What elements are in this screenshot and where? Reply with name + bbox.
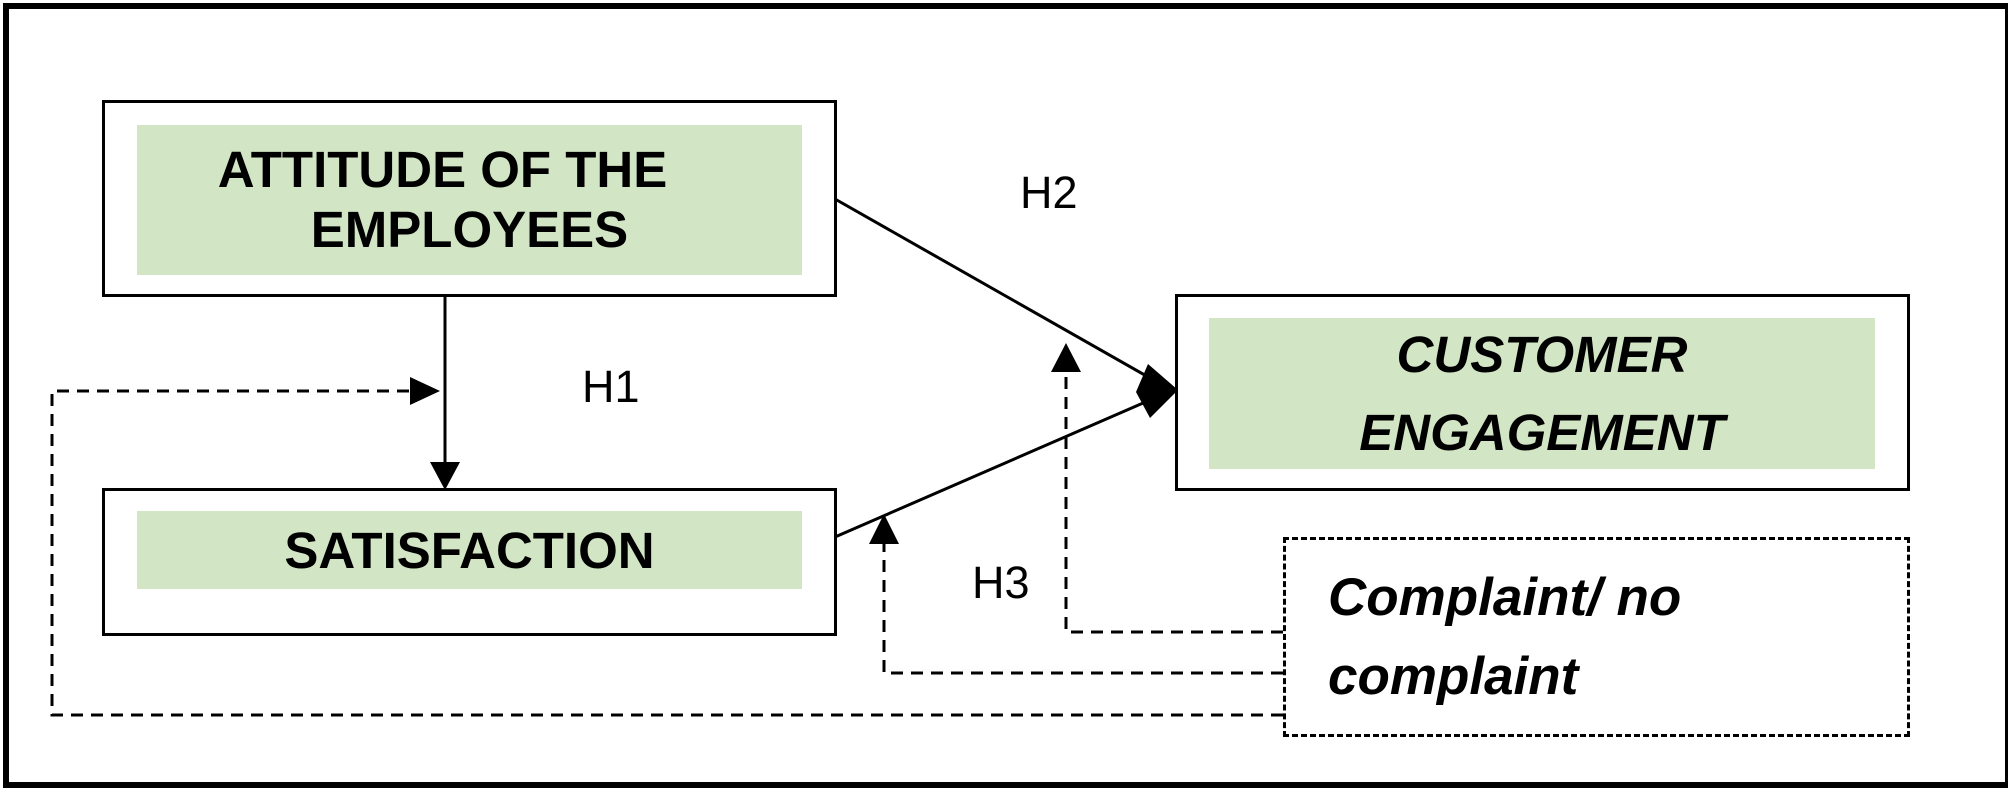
dashed-path-to-h3 — [882, 544, 1283, 675]
hypothesis-label-h3: H3 — [972, 557, 1030, 608]
node-satisfaction-fill: SATISFACTION — [137, 511, 802, 589]
hypothesis-label-h1: H1 — [582, 361, 640, 412]
node-engagement-line2: ENGAGEMENT — [1359, 403, 1725, 461]
node-moderator-line1: Complaint/ no — [1328, 568, 1682, 627]
arrowhead-h1 — [430, 462, 460, 490]
node-engagement-fill: CUSTOMER ENGAGEMENT — [1209, 318, 1875, 469]
hypothesis-label-h2: H2 — [1020, 167, 1078, 218]
node-moderator-line2: complaint — [1328, 647, 1579, 706]
node-attitude-line2: EMPLOYEES — [310, 201, 629, 258]
node-satisfaction: SATISFACTION — [102, 488, 837, 636]
node-attitude-fill: ATTITUDE OF THE EMPLOYEES — [137, 125, 802, 275]
node-engagement-line1: CUSTOMER — [1396, 325, 1688, 383]
arrow-satisfaction-engagement — [834, 398, 1151, 539]
dashed-arrowhead-h2 — [1051, 343, 1081, 372]
dashed-path-to-h2 — [1064, 372, 1283, 634]
node-attitude: ATTITUDE OF THE EMPLOYEES — [102, 100, 837, 297]
dashed-arrowhead-h3 — [869, 514, 899, 544]
dashed-arrowhead-h1 — [410, 377, 440, 405]
node-moderator-complaint: Complaint/ no complaint — [1283, 537, 1910, 737]
arrow-h2 — [834, 197, 1151, 380]
node-moderator-text: Complaint/ no complaint — [1328, 558, 1681, 716]
node-attitude-line1: ATTITUDE OF THE — [217, 141, 668, 198]
node-satisfaction-label: SATISFACTION — [284, 521, 655, 579]
node-customer-engagement: CUSTOMER ENGAGEMENT — [1175, 294, 1910, 491]
arrowhead-engagement — [1136, 364, 1178, 418]
